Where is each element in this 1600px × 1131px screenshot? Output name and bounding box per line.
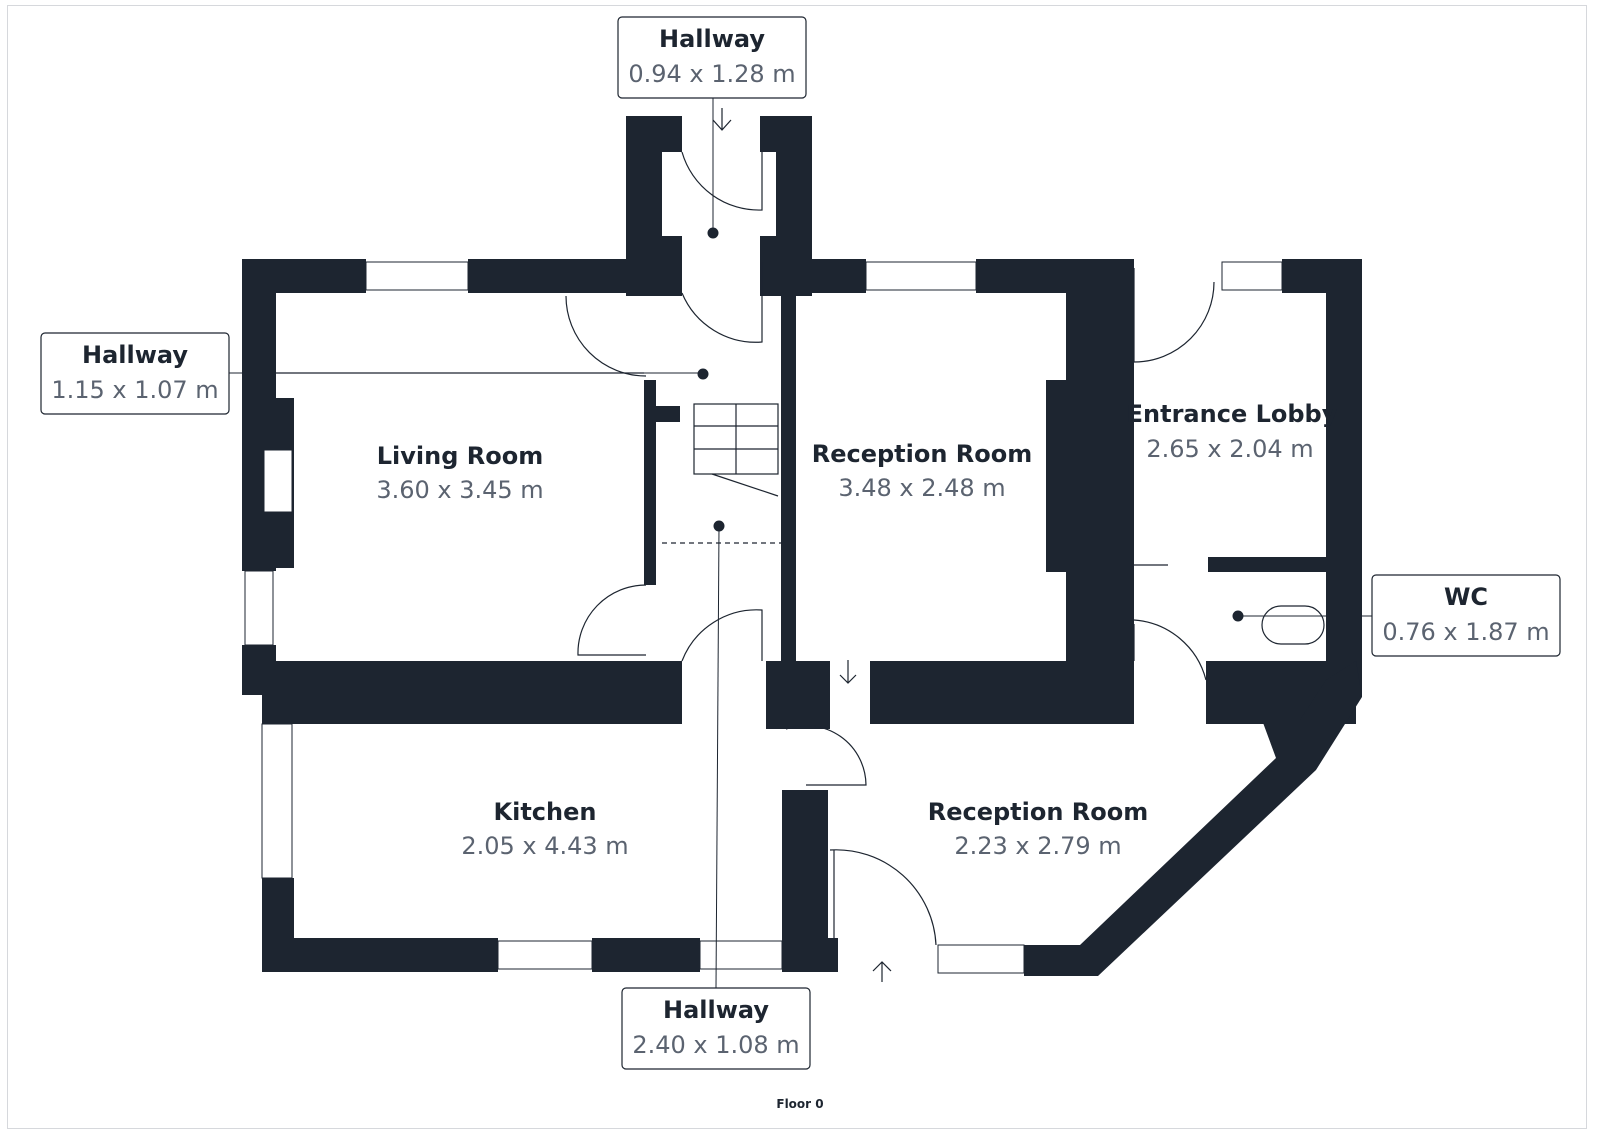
stair-step (711, 473, 779, 497)
callout-box (617, 16, 807, 99)
leader-dot (1232, 610, 1244, 622)
callout-wc: WC 0.76 x 1.87 m (1371, 574, 1561, 657)
door-swing (681, 151, 763, 211)
wall (242, 259, 276, 571)
window (244, 570, 274, 646)
wall (644, 380, 656, 585)
wall (766, 661, 830, 729)
callout-hallway-left-dims: 1.15 x 1.07 m (51, 376, 218, 404)
wall (468, 259, 682, 293)
wall (1066, 259, 1134, 724)
living-room-dims: 3.60 x 3.45 m (376, 476, 543, 504)
wall (592, 938, 700, 972)
wall (656, 406, 680, 422)
entry-arrow-icon (712, 108, 732, 131)
wall (782, 938, 838, 972)
callout-hallway-left-name: Hallway (82, 341, 188, 369)
window (365, 261, 469, 291)
reception-room-top-dims: 3.48 x 2.48 m (838, 474, 1005, 502)
callout-box (621, 987, 811, 1070)
leader-dot (697, 368, 709, 380)
door-swing (681, 262, 763, 343)
wall (762, 259, 866, 293)
room-labels: Living Room 3.60 x 3.45 m Reception Room… (376, 400, 1337, 860)
leader-dot (713, 520, 725, 532)
callout-hallway-bottom: Hallway 2.40 x 1.08 m (621, 987, 811, 1070)
windows (244, 261, 1283, 974)
window (865, 261, 977, 291)
callout-hallway-top-name: Hallway (659, 25, 765, 53)
entry-arrow-icon (839, 660, 857, 684)
door-swing (1133, 281, 1215, 363)
callout-hallway-bottom-dims: 2.40 x 1.08 m (632, 1031, 799, 1059)
drawing-border (7, 5, 1587, 1129)
door-swing (785, 724, 867, 786)
reception-room-bottom-dims: 2.23 x 2.79 m (954, 832, 1121, 860)
kitchen-dims: 2.05 x 4.43 m (461, 832, 628, 860)
entrance-lobby-dims: 2.65 x 2.04 m (1146, 435, 1313, 463)
callout-hallway-left: Hallway 1.15 x 1.07 m (40, 332, 230, 415)
wall (781, 293, 796, 661)
door-swing (1133, 619, 1207, 681)
leader-dot (707, 227, 719, 239)
entrance-lobby-name: Entrance Lobby (1127, 400, 1338, 428)
leader-line (715, 525, 720, 989)
wall (262, 695, 682, 724)
reception-room-bottom-name: Reception Room (928, 798, 1149, 826)
doors (565, 151, 1215, 946)
door-swing (565, 295, 647, 377)
wall (262, 938, 498, 972)
entrance-arrows (712, 108, 892, 982)
callout-hallway-bottom-name: Hallway (663, 996, 769, 1024)
leader-lines (229, 98, 1372, 989)
reception-room-top-name: Reception Room (812, 440, 1033, 468)
kitchen-name: Kitchen (494, 798, 597, 826)
wall (1208, 557, 1326, 572)
wc-toilet (1261, 605, 1325, 645)
wall (870, 661, 1134, 724)
door-swing (681, 609, 763, 662)
callout-wc-name: WC (1444, 583, 1488, 611)
callout-wc-dims: 0.76 x 1.87 m (1382, 618, 1549, 646)
walls (242, 116, 1362, 976)
callout-box (40, 332, 230, 415)
door-swing (577, 584, 647, 656)
window (261, 723, 293, 879)
window (937, 944, 1025, 974)
callout-hallway-top: Hallway 0.94 x 1.28 m (617, 16, 807, 99)
living-room-name: Living Room (377, 442, 543, 470)
callout-box (1371, 574, 1561, 657)
callout-hallway-top-dims: 0.94 x 1.28 m (628, 60, 795, 88)
entry-arrow-icon (872, 961, 892, 982)
window (699, 940, 783, 970)
door-swing (829, 849, 937, 946)
wall (242, 661, 682, 695)
window (1221, 261, 1283, 291)
fireplace (263, 449, 293, 513)
window (497, 940, 593, 970)
wall (1024, 661, 1362, 976)
wall (1326, 259, 1362, 697)
wall (1046, 380, 1066, 572)
floor-label: Floor 0 (776, 1097, 824, 1111)
